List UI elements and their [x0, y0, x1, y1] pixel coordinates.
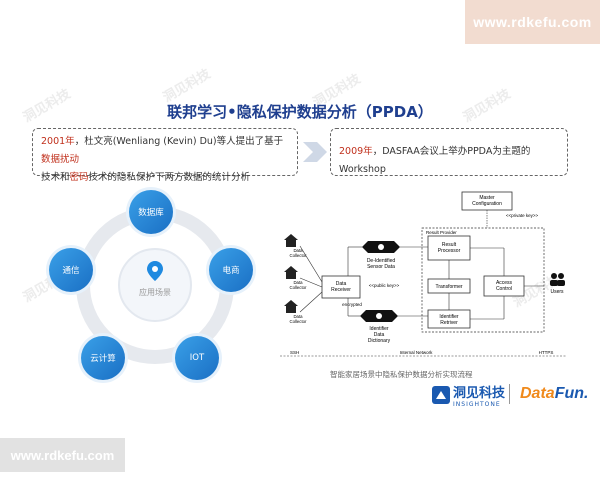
insightone-logo: 洞见科技 INSIGHTONE — [432, 382, 505, 408]
box-2009: 2009年，DASFAA会议上举办PPDA为主题的Workshop — [330, 128, 568, 176]
sensor-data-icon — [362, 241, 400, 253]
insightone-cn: 洞见科技 — [453, 386, 506, 401]
crypto-term: 密码 — [69, 172, 89, 183]
node-iot: IOT — [175, 336, 219, 380]
watermark-tile: 洞见科技 — [160, 66, 214, 106]
home-icon — [284, 234, 298, 247]
public-key-label: <<public key>> — [369, 283, 400, 288]
chevron-right-icon — [303, 142, 327, 162]
identifier-dictionary-icon — [360, 310, 398, 322]
result-processor-box — [427, 235, 471, 261]
result-provider-label: Result Provider — [426, 230, 457, 235]
diagram-caption: 智能家居场景中隐私保护数据分析实现流程 — [330, 370, 473, 379]
year-2001: 2001年 — [41, 136, 75, 147]
home-icon — [284, 266, 298, 279]
watermark-top: www.rdkefu.com — [465, 0, 600, 44]
node-database: 数据库 — [129, 190, 173, 234]
internal-network-label: Internal Network — [400, 350, 434, 355]
result-provider-region — [421, 227, 545, 333]
logo-divider — [509, 384, 510, 404]
users-icon — [550, 273, 565, 286]
ring-center-label: 应用场景 — [139, 288, 171, 297]
ring-center: 应用场景 — [119, 251, 191, 319]
https-label: HTTPS — [539, 350, 554, 355]
insightone-en: INSIGHTONE — [453, 401, 501, 408]
box-2001: 2001年，杜文亮(Wenliang (Kevin) Du)等人提出了基于数据扰… — [32, 128, 298, 183]
transformer-label: Transformer — [435, 284, 462, 290]
location-pin-icon — [147, 261, 163, 281]
node-telecom: 通信 — [49, 248, 93, 292]
node-cloud: 云计算 — [81, 336, 125, 380]
encrypted-label: encrypted — [342, 302, 362, 307]
year-2009: 2009年 — [339, 146, 373, 157]
data-perturbation-term: 数据扰动 — [41, 154, 80, 165]
watermark-bottom: www.rdkefu.com — [0, 438, 125, 472]
page-title: 联邦学习•隐私保护数据分析（PPDA） — [167, 103, 433, 121]
box-left-line2a: 技术和 — [41, 172, 70, 183]
users-label: Users — [550, 289, 564, 295]
insightone-mark-icon — [432, 386, 450, 404]
datafun-fun: Fun. — [554, 385, 589, 402]
node-ecommerce: 电商 — [209, 248, 253, 292]
datafun-logo: DataFun. — [520, 385, 588, 403]
private-key-label: <<private key>> — [506, 213, 539, 218]
box-left-line2b: 技术的隐私保护下两方数据的统计分析 — [88, 172, 251, 183]
application-ring: 应用场景 数据库 电商 IOT 云计算 通信 — [45, 188, 265, 380]
home-icon — [284, 300, 298, 313]
ssh-label: SSH — [290, 350, 299, 355]
box-right-text: ，DASFAA会议上举办PPDA为主题的Workshop — [339, 146, 531, 175]
datafun-data: Data — [520, 385, 555, 402]
box-left-line1: ，杜文亮(Wenliang (Kevin) Du)等人提出了基于 — [74, 136, 284, 147]
